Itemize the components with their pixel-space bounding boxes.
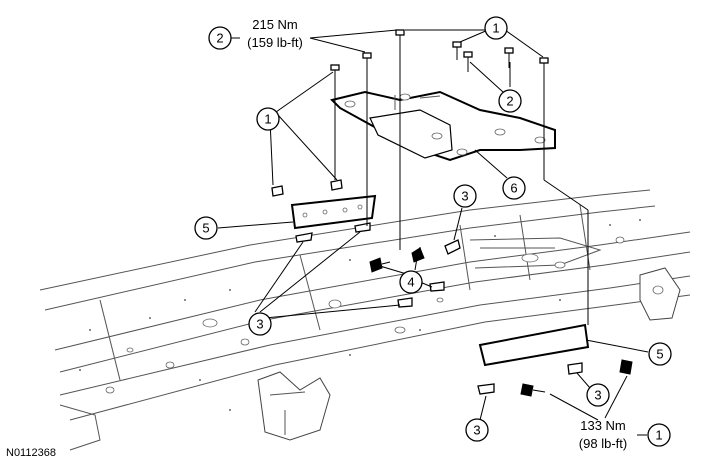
torque-bottom-lbft: (98 lb-ft) — [579, 436, 627, 451]
bolt-4c — [429, 281, 445, 292]
callout-2-right: 2 — [498, 89, 522, 113]
callout-4: 4 — [399, 270, 423, 294]
callout-3-lower-right: 3 — [586, 383, 610, 407]
bolt-side-b — [354, 222, 371, 233]
svg-text:1: 1 — [492, 21, 499, 36]
bolt-lower-right-b — [619, 359, 633, 375]
svg-text:5: 5 — [656, 347, 663, 362]
callout-3-left: 3 — [248, 312, 272, 336]
bolt-top-2 — [395, 29, 405, 48]
bolt-top-3 — [452, 41, 462, 60]
bolt-top-6 — [539, 57, 549, 78]
svg-text:2: 2 — [506, 94, 513, 109]
left-side-plate — [290, 194, 377, 230]
bolt-top-1 — [362, 52, 372, 72]
bolt-side-d — [397, 297, 413, 308]
right-lower-plate — [478, 323, 590, 367]
svg-text:3: 3 — [594, 388, 601, 403]
bolt-left-top — [330, 64, 340, 82]
svg-text:3: 3 — [473, 423, 480, 438]
callout-1-top: 1 — [484, 16, 508, 40]
svg-text:5: 5 — [202, 221, 209, 236]
bolt-side-a — [295, 232, 313, 243]
bolt-4a — [369, 257, 391, 273]
fasteners — [271, 29, 633, 397]
bolt-top-4 — [463, 51, 473, 72]
callout-1-bottom-torque: 1 — [647, 423, 671, 447]
callout-6: 6 — [502, 176, 526, 200]
bolt-side-c — [444, 239, 461, 255]
torque-top-lbft: (159 lb-ft) — [247, 35, 303, 50]
callout-3-bottom: 3 — [465, 418, 489, 442]
bolt-top-5 — [504, 47, 514, 68]
nut-left-1 — [271, 185, 284, 197]
upper-bracket-assembly — [330, 90, 556, 162]
callout-2-top-torque: 2 — [208, 26, 232, 50]
vehicle-frame — [39, 189, 691, 451]
bolt-4b — [411, 247, 425, 263]
svg-text:3: 3 — [461, 189, 468, 204]
nut-left-2 — [330, 179, 343, 191]
bolt-lower-right-c — [520, 383, 546, 397]
figure-id: N0112368 — [6, 447, 56, 459]
torque-bottom-nm: 133 Nm — [580, 418, 626, 433]
callout-3-upper-right: 3 — [453, 184, 477, 208]
torque-top-nm: 215 Nm — [252, 17, 298, 32]
leader-lines — [217, 29, 649, 421]
svg-text:2: 2 — [216, 31, 223, 46]
callout-5-left: 5 — [194, 216, 218, 240]
callout-5-right: 5 — [648, 342, 672, 366]
bolt-bottom — [477, 383, 495, 395]
callout-1-left: 1 — [256, 107, 280, 131]
svg-text:6: 6 — [510, 181, 517, 196]
svg-text:1: 1 — [264, 112, 271, 127]
svg-text:3: 3 — [256, 317, 263, 332]
svg-text:1: 1 — [655, 428, 662, 443]
bolt-lower-right-a — [567, 362, 583, 375]
svg-text:4: 4 — [407, 275, 414, 290]
